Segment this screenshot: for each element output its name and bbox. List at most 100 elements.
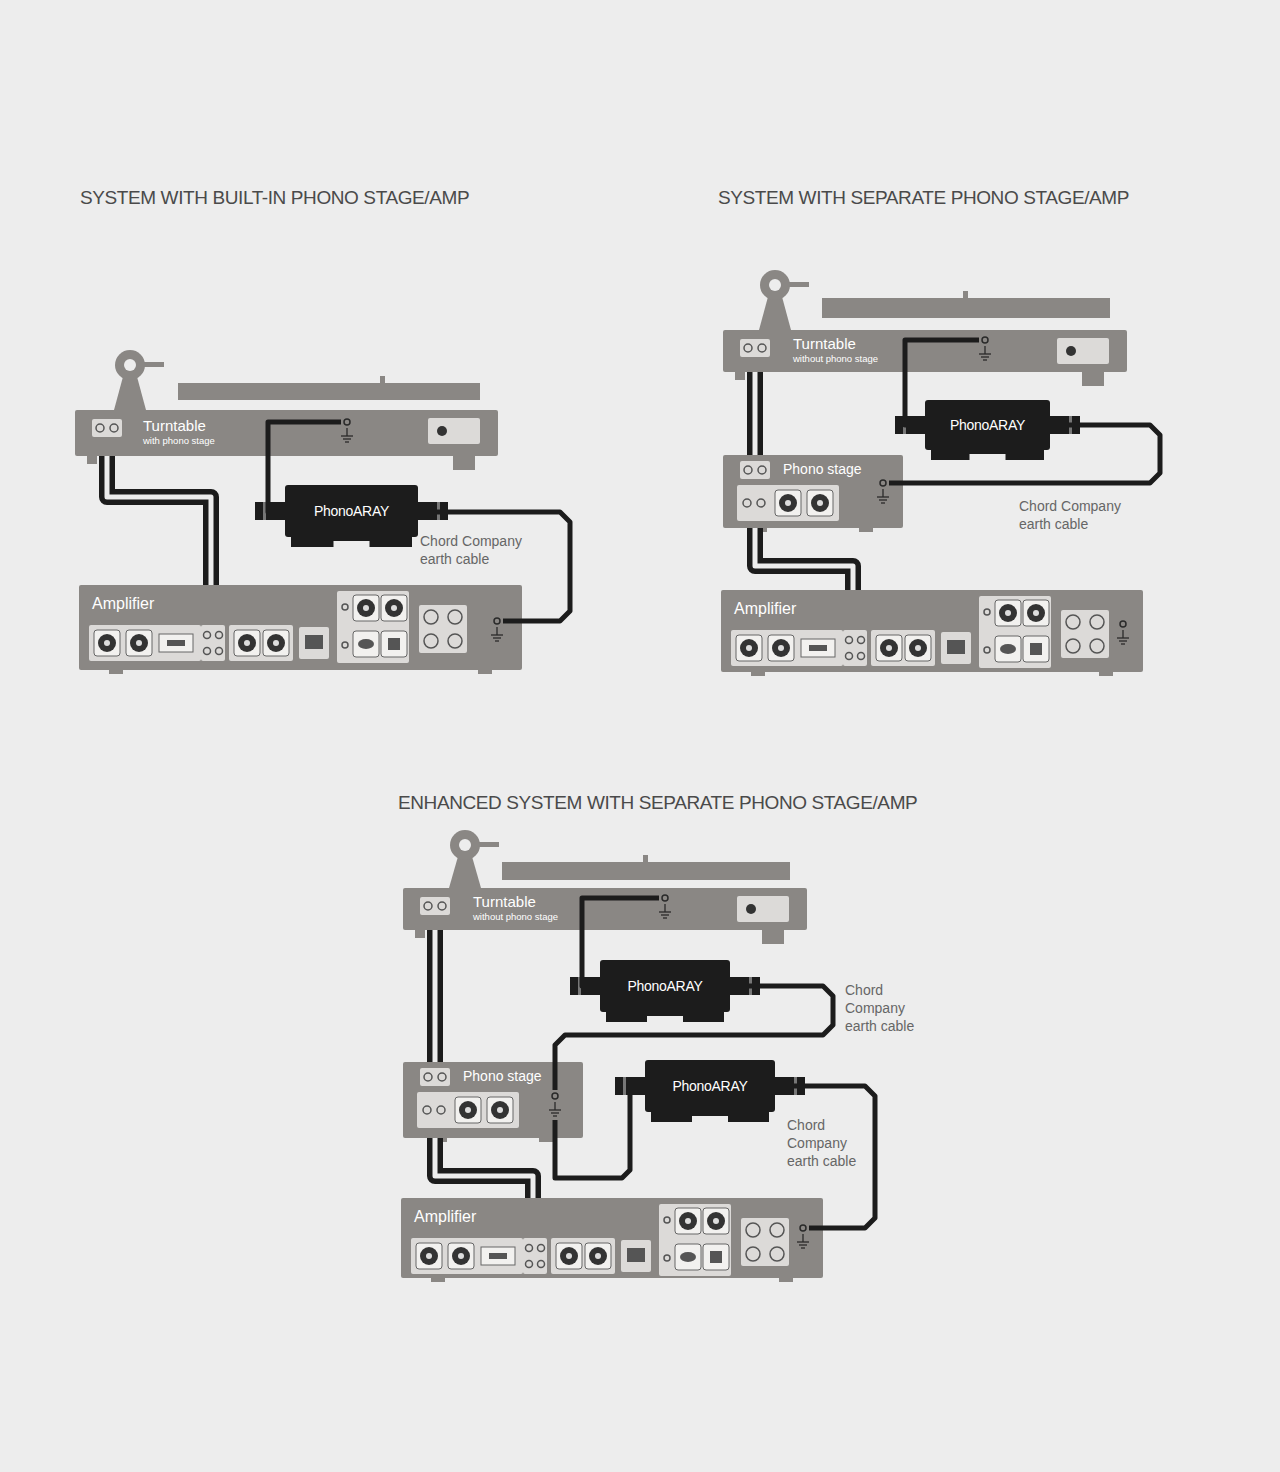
earth-post <box>662 895 668 901</box>
unit-foot <box>109 670 123 674</box>
socket-panel <box>740 339 770 357</box>
turntable-unit: Turntablewithout phono stage <box>723 330 1127 372</box>
unit-name: PhonoARAY <box>950 400 1025 450</box>
turntable-foot <box>762 930 784 944</box>
xlr-face <box>130 634 148 652</box>
rca-socket <box>758 466 766 474</box>
rca-socket <box>743 499 751 507</box>
xlr-face <box>740 639 758 657</box>
xlr-pin <box>746 645 752 651</box>
tonearm-hub <box>459 839 471 851</box>
speaker-terminal <box>424 634 438 648</box>
earth-stem <box>554 1102 555 1110</box>
unit-foot <box>751 672 765 676</box>
platter <box>502 862 790 880</box>
rca-socket <box>984 609 990 615</box>
tonearm-hub <box>769 279 781 291</box>
power-socket <box>437 426 447 436</box>
earth-cable <box>582 930 600 986</box>
earth-bar <box>877 496 889 497</box>
xlr-pin <box>465 1107 471 1113</box>
unit-foot <box>1099 672 1113 676</box>
earth-bar <box>551 1112 559 1113</box>
unit-name: Phono stage <box>463 1068 542 1085</box>
earth-cable <box>268 456 285 512</box>
earth-post <box>800 1225 806 1231</box>
cable-sheath <box>435 1138 533 1198</box>
socket-panel <box>843 630 867 666</box>
earth-cable-run <box>553 1120 558 1138</box>
xlr-socket <box>556 1243 582 1269</box>
socket-panel <box>523 1238 547 1274</box>
unit-foot <box>478 670 492 674</box>
cable-sheath <box>107 456 211 585</box>
socket-panel <box>1061 610 1109 658</box>
phono-stage-unit: Phono stage <box>403 1062 583 1138</box>
rca-socket <box>758 344 766 352</box>
xlr-socket <box>94 630 120 656</box>
xlr-face <box>772 639 790 657</box>
xlr-socket <box>768 635 794 661</box>
earth-post <box>880 480 886 486</box>
xlr-socket <box>416 1243 442 1269</box>
speaker-terminal <box>770 1223 784 1237</box>
unit-name: Turntable <box>793 335 856 353</box>
optical-socket <box>353 631 379 657</box>
power-socket <box>1066 346 1076 356</box>
socket-panel <box>419 605 467 653</box>
cable-gap <box>435 1138 533 1198</box>
speaker-terminal <box>1090 639 1104 653</box>
cable-core <box>905 372 925 425</box>
socket-panel <box>411 1238 523 1274</box>
unit-panel-art <box>723 330 1127 372</box>
interconnect-cable <box>755 372 756 455</box>
earth-stem <box>496 627 497 635</box>
earth-terminal <box>877 480 889 503</box>
unit-panel-art <box>75 410 498 456</box>
phonoaray-base-notch <box>647 1016 683 1022</box>
earth-stem <box>984 346 985 354</box>
speaker-terminal <box>424 610 438 624</box>
earth-terminal <box>549 1093 561 1116</box>
earth-bar <box>1119 640 1127 641</box>
earth-cable-run <box>809 1226 823 1231</box>
power-socket <box>746 904 756 914</box>
socket-panel <box>941 632 971 664</box>
rca-socket <box>526 1245 533 1252</box>
ethernet-port <box>305 635 323 649</box>
optical-port <box>680 1252 696 1262</box>
earth-cable-run <box>268 422 341 456</box>
speaker-terminal <box>1066 615 1080 629</box>
unit-foot <box>431 1278 445 1282</box>
turntable-foot <box>735 372 745 380</box>
xlr-socket <box>487 1097 513 1123</box>
rca-socket <box>438 902 446 910</box>
socket-panel <box>92 419 122 437</box>
rca-socket <box>437 1106 445 1114</box>
rca-socket <box>664 1255 670 1261</box>
earth-terminal <box>797 1225 809 1248</box>
earth-bar <box>553 1115 557 1116</box>
xlr-socket <box>1023 600 1049 626</box>
rca-socket <box>744 466 752 474</box>
cable-label: Chord Company earth cable <box>420 532 540 568</box>
usb-b-socket <box>703 1244 729 1270</box>
xlr-face <box>880 639 898 657</box>
unit-subtitle: with phono stage <box>143 435 215 446</box>
socket-panel <box>740 461 770 479</box>
xlr-pin <box>244 640 250 646</box>
rca-socket <box>424 902 432 910</box>
cable-gap <box>433 930 438 1062</box>
rca-socket <box>664 1217 670 1223</box>
rca-socket <box>538 1261 545 1268</box>
xlr-face <box>1027 604 1045 622</box>
socket-panel <box>621 1240 651 1272</box>
xlr-pin <box>566 1253 572 1259</box>
speaker-terminal <box>1090 615 1104 629</box>
phonoaray-unit: PhonoARAY <box>285 485 418 537</box>
usb-socket <box>801 639 835 657</box>
earth-bar <box>345 441 349 442</box>
xlr-pin <box>915 645 921 651</box>
earth-stem <box>664 904 665 912</box>
